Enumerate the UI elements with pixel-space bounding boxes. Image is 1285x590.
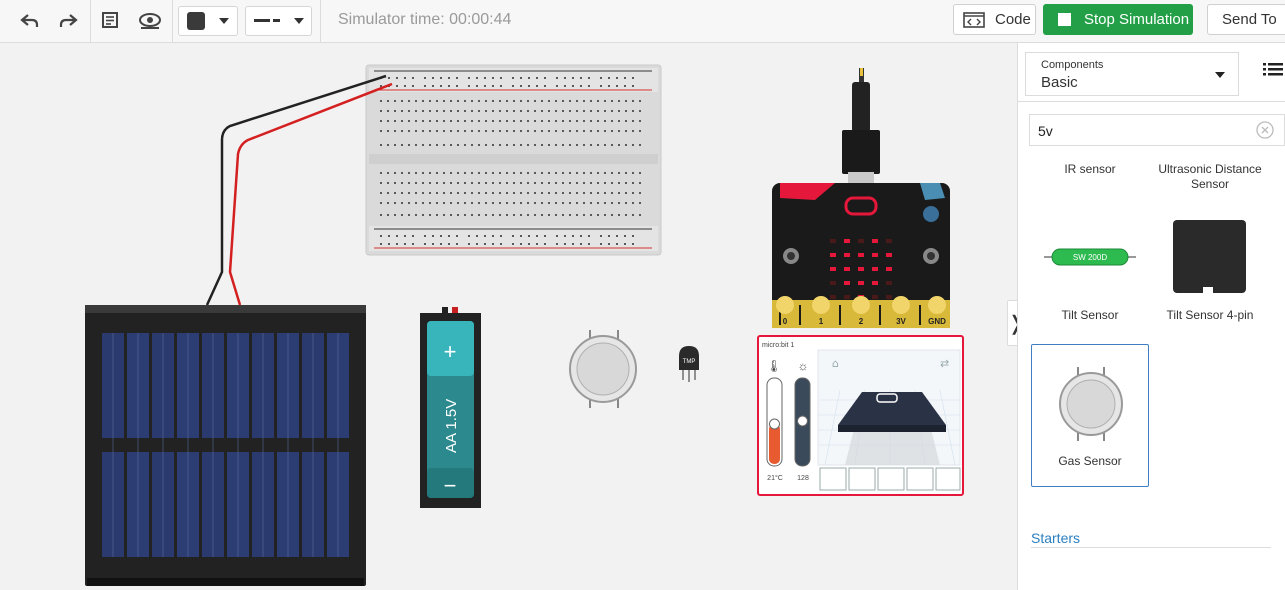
gas-sensor[interactable] xyxy=(569,330,637,408)
components-label: Components xyxy=(1041,59,1104,71)
code-button[interactable]: Code xyxy=(953,4,1036,35)
starters-divider xyxy=(1031,547,1271,548)
svg-text:3V: 3V xyxy=(896,317,906,326)
undo-icon[interactable] xyxy=(14,6,46,36)
notes-icon[interactable] xyxy=(94,6,126,36)
svg-text:🌡: 🌡 xyxy=(766,359,781,373)
send-label: Send To xyxy=(1222,11,1277,28)
solar-panel[interactable] xyxy=(85,305,366,586)
tile-tilt-sensor-4pin-label: Tilt Sensor 4-pin xyxy=(1166,308,1254,322)
aa-battery-holder[interactable]: + − AA 1.5V xyxy=(420,307,481,508)
redo-icon[interactable] xyxy=(52,6,84,36)
components-panel: Components Basic 5v IR sensor Ultrasonic… xyxy=(1017,43,1285,590)
svg-text:⇄: ⇄ xyxy=(940,357,949,370)
tile-tilt-sensor-4pin[interactable]: Tilt Sensor 4-pin xyxy=(1150,213,1270,333)
search-input[interactable]: 5v xyxy=(1029,114,1285,146)
color-swatch xyxy=(187,12,205,30)
black-wire[interactable] xyxy=(205,74,387,306)
svg-text:−: − xyxy=(444,473,457,498)
components-dropdown[interactable]: Components Basic xyxy=(1025,52,1239,96)
simulator-time: Simulator time: 00:00:44 xyxy=(338,11,512,28)
gas-sensor-image xyxy=(1059,367,1123,441)
clear-icon[interactable] xyxy=(1256,121,1274,139)
fill-color-dropdown[interactable] xyxy=(178,6,238,36)
red-wire[interactable] xyxy=(228,82,393,306)
tilt-sensor-image: SW 200D xyxy=(1044,248,1136,266)
tile-tilt-sensor-label: Tilt Sensor xyxy=(1061,308,1119,322)
stop-label: Stop Simulation xyxy=(1084,11,1190,28)
tile-gas-sensor[interactable]: Gas Sensor xyxy=(1031,344,1149,487)
search-value: 5v xyxy=(1038,123,1053,139)
line-style-icon xyxy=(253,19,280,22)
code-label: Code xyxy=(995,11,1031,28)
stop-simulation-button[interactable]: Stop Simulation xyxy=(1043,4,1193,35)
circuit-canvas[interactable]: + − AA 1.5V TMP xyxy=(0,43,1017,590)
components-value: Basic xyxy=(1041,74,1078,91)
usb-cable xyxy=(842,68,880,184)
tmp-sensor[interactable]: TMP xyxy=(679,346,699,382)
starters-heading[interactable]: Starters xyxy=(1031,530,1081,546)
svg-text:2: 2 xyxy=(859,317,864,326)
toolbar: Simulator time: 00:00:44 Code Stop Simul… xyxy=(0,0,1285,43)
chevron-down-icon xyxy=(219,18,229,24)
sim-panel-title: micro:bit 1 xyxy=(762,342,794,349)
svg-text:GND: GND xyxy=(928,317,946,326)
list-view-icon[interactable] xyxy=(1263,61,1283,82)
tile-tilt-sensor[interactable]: SW 200D Tilt Sensor xyxy=(1030,213,1150,333)
svg-text:☼: ☼ xyxy=(798,359,809,373)
line-style-dropdown[interactable] xyxy=(245,6,312,36)
visibility-icon[interactable] xyxy=(134,6,166,36)
temperature-value: 21°C xyxy=(767,474,783,482)
svg-text:TMP: TMP xyxy=(683,359,696,365)
svg-text:SW 200D: SW 200D xyxy=(1073,253,1107,262)
chevron-down-icon xyxy=(1215,72,1225,78)
tilt-sensor-4pin-image xyxy=(1173,220,1246,293)
svg-text:⌂: ⌂ xyxy=(832,357,839,370)
tile-ir-sensor-label[interactable]: IR sensor xyxy=(1064,162,1116,176)
light-value: 128 xyxy=(797,475,809,482)
svg-text:+: + xyxy=(444,339,457,364)
microbit-board[interactable]: 0 1 2 3V GND xyxy=(772,183,950,328)
code-icon xyxy=(963,11,985,28)
send-to-button[interactable]: Send To xyxy=(1207,4,1285,35)
tile-gas-sensor-label: Gas Sensor xyxy=(1058,454,1122,468)
battery-label: AA 1.5V xyxy=(443,399,460,453)
tile-ultrasonic-sensor-label[interactable]: Ultrasonic Distance Sensor xyxy=(1158,162,1262,191)
chevron-down-icon xyxy=(293,18,304,24)
stop-icon xyxy=(1058,13,1071,26)
svg-text:1: 1 xyxy=(819,317,824,326)
microbit-sim-panel[interactable]: micro:bit 1 🌡 21°C ☼ 128 ⌂ ⇄ xyxy=(757,335,964,496)
svg-text:0: 0 xyxy=(783,317,788,326)
breadboard[interactable] xyxy=(365,64,662,256)
